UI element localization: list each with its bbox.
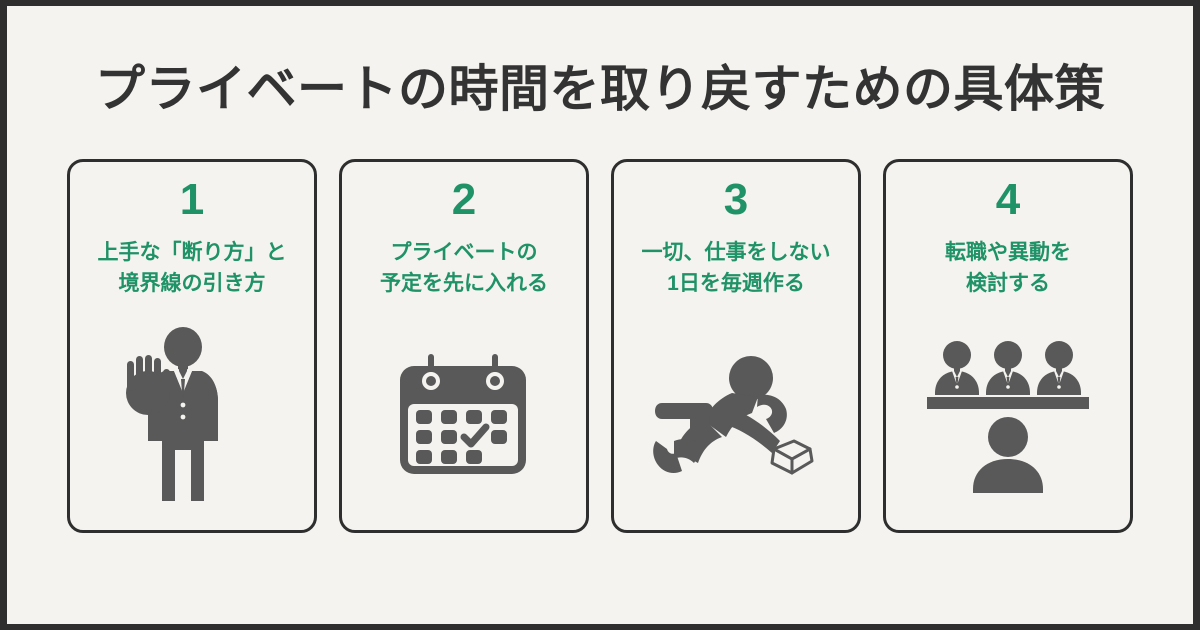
infographic-canvas: プライベートの時間を取り戻すための具体策 1 上手な「断り方」と 境界線の引き方 xyxy=(7,6,1193,624)
cards-row: 1 上手な「断り方」と 境界線の引き方 xyxy=(67,159,1133,533)
calendar-check-icon xyxy=(342,299,586,530)
card-heading: 転職や異動を 検討する xyxy=(945,241,1071,295)
card-number: 2 xyxy=(451,175,477,224)
card-4[interactable]: 4 転職や異動を 検討する xyxy=(883,159,1133,533)
card-3[interactable]: 3 一切、仕事をしない 1日を毎週作る xyxy=(611,159,861,533)
page-title: プライベートの時間を取り戻すための具体策 xyxy=(95,61,1105,117)
card-heading: 上手な「断り方」と 境界線の引き方 xyxy=(97,241,287,295)
card-heading: 一切、仕事をしない 1日を毎週作る xyxy=(641,241,831,295)
card-number: 3 xyxy=(723,175,749,224)
card-heading: プライベートの 予定を先に入れる xyxy=(380,241,548,295)
person-relaxing-with-book-icon xyxy=(614,299,858,530)
job-interview-panel-icon xyxy=(886,299,1130,530)
card-number: 1 xyxy=(179,175,205,224)
card-number: 4 xyxy=(995,175,1021,224)
card-1[interactable]: 1 上手な「断り方」と 境界線の引き方 xyxy=(67,159,317,533)
card-2[interactable]: 2 プライベートの 予定を先に入れる xyxy=(339,159,589,533)
businessman-stop-hand-icon xyxy=(70,299,314,530)
